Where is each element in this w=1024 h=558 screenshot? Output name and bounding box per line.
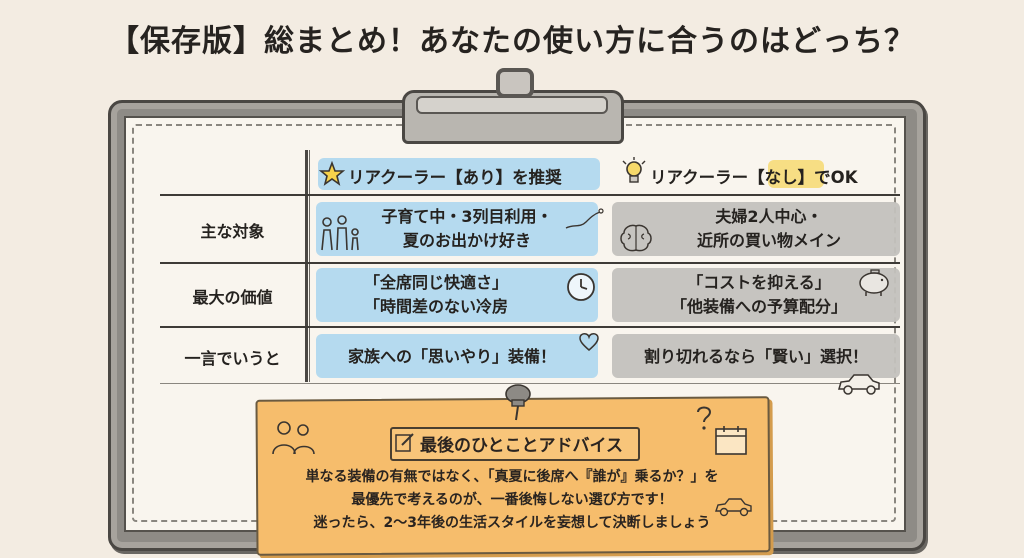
piggy-bank-icon <box>859 269 889 296</box>
column-header-without: リアクーラー【なし】でOK <box>650 168 858 187</box>
swirl-icon <box>565 208 604 229</box>
family-icon <box>321 215 359 251</box>
car-icon <box>838 374 880 395</box>
advice-title: 最後のひとことアドバイス <box>420 436 623 456</box>
cell-with: 子育て中・3列目利用・ 夏のお出かけ好き <box>381 207 553 250</box>
car-small-icon <box>715 498 752 517</box>
lightbulb-icon <box>622 157 646 183</box>
brain-icon <box>620 224 652 252</box>
star-icon <box>318 160 346 186</box>
cell-with: 「全席同じ快適さ」 「時間差のない冷房 <box>363 273 508 316</box>
pushpin-icon <box>505 384 531 421</box>
page-title: 【保存版】総まとめ！あなたの使い方に合うのはどっち？ <box>109 24 915 59</box>
clock-icon <box>567 273 595 301</box>
advice-line: 単なる装備の有無ではなく、「真夏に後席へ『誰が』乗るか？」を <box>305 469 719 485</box>
pencil-note-icon <box>395 433 414 452</box>
people-icon <box>272 421 315 455</box>
cell-without: 「コストを抑える」 「他装備への予算配分」 <box>670 273 847 316</box>
advice-line: 最優先で考えるのが、一番後悔しない選び方です！ <box>351 492 673 508</box>
advice-line: 迷ったら、2〜3年後の生活スタイルを妄想して決断しましょう <box>313 515 711 531</box>
question-icon <box>697 406 712 430</box>
cell-without: 割り切れるなら「賢い」選択！ <box>643 347 868 366</box>
clip-ring <box>496 68 534 98</box>
row-label: 主な対象 <box>200 222 265 241</box>
heart-icon <box>579 333 599 351</box>
column-header-with: リアクーラー【あり】を推奨 <box>348 168 562 187</box>
row-label: 一言でいうと <box>184 349 281 368</box>
calendar-icon <box>715 426 747 455</box>
cell-without: 夫婦2人中心・ 近所の買い物メイン <box>696 207 841 250</box>
row-label: 最大の価値 <box>192 288 273 307</box>
cell-with: 家族への「思いやり」装備！ <box>347 347 556 366</box>
